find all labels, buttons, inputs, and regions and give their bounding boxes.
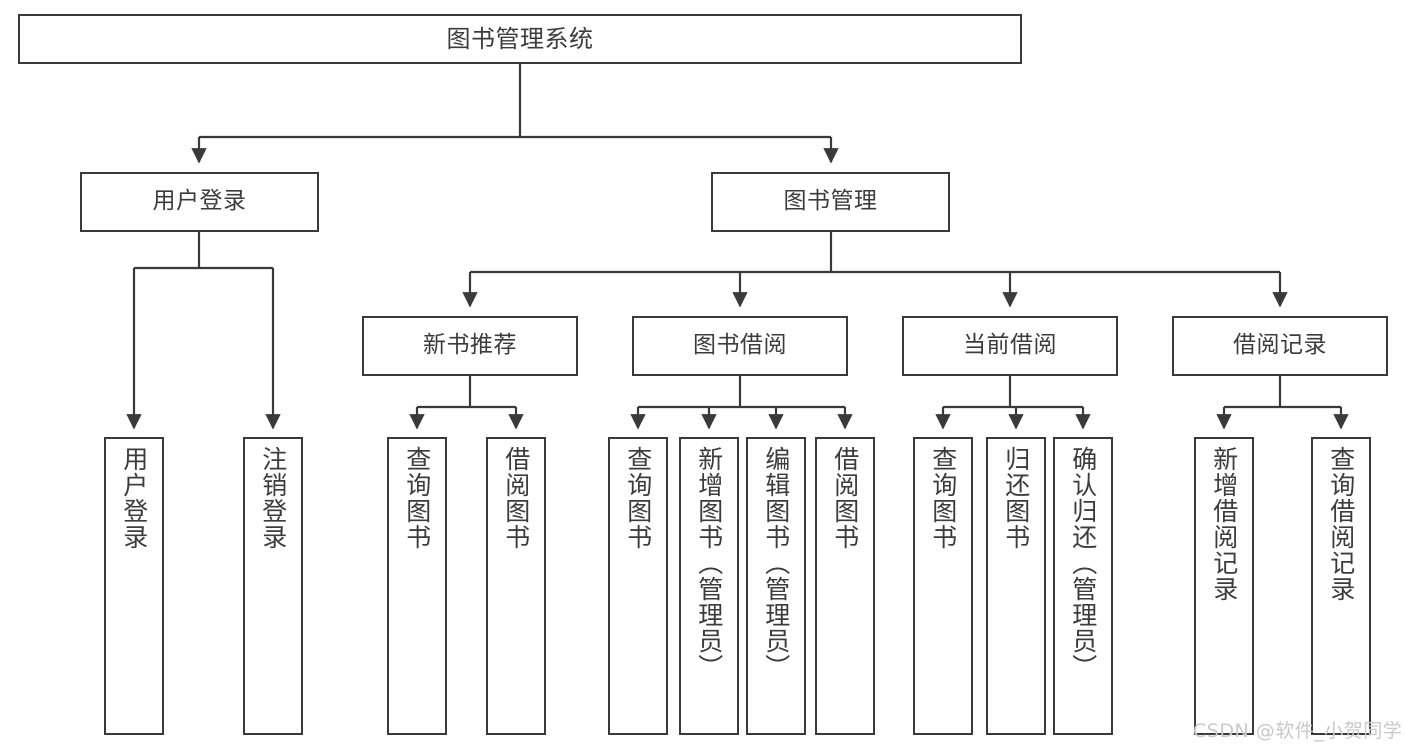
leaf-add-book[interactable]: 新增图书（管理员）: [679, 437, 739, 735]
leaf-query-book-2-label: 查询图书: [623, 446, 653, 550]
leaf-borrow-book-2-label: 借阅图书: [830, 446, 860, 550]
leaf-confirm-return[interactable]: 确认归还（管理员）: [1053, 437, 1113, 735]
leaf-add-book-label: 新增图书（管理员）: [694, 446, 724, 680]
node-borrow-record-label: 借阅记录: [1233, 332, 1327, 359]
node-user-login-label: 用户登录: [152, 188, 247, 215]
leaf-user-logout[interactable]: 注销登录: [243, 437, 303, 735]
leaf-query-book-3[interactable]: 查询图书: [913, 437, 973, 735]
csdn-watermark: CSDN @软件_小贺同学: [1193, 716, 1402, 743]
node-current-borrow[interactable]: 当前借阅: [902, 316, 1118, 376]
leaf-add-record[interactable]: 新增借阅记录: [1194, 437, 1254, 735]
node-book-manage-label: 图书管理: [783, 188, 878, 215]
leaf-query-book-2[interactable]: 查询图书: [608, 437, 668, 735]
leaf-borrow-book-1-label: 借阅图书: [501, 446, 531, 550]
leaf-user-login-label: 用户登录: [119, 446, 149, 550]
node-new-book-rec[interactable]: 新书推荐: [362, 316, 578, 376]
node-book-manage[interactable]: 图书管理: [711, 172, 950, 232]
leaf-query-record-label: 查询借阅记录: [1326, 446, 1356, 602]
node-root[interactable]: 图书管理系统: [18, 14, 1022, 64]
leaf-borrow-book-1[interactable]: 借阅图书: [486, 437, 546, 735]
leaf-query-book-1-label: 查询图书: [402, 446, 432, 550]
leaf-borrow-book-2[interactable]: 借阅图书: [815, 437, 875, 735]
leaf-edit-book[interactable]: 编辑图书（管理员）: [746, 437, 806, 735]
leaf-query-record[interactable]: 查询借阅记录: [1311, 437, 1371, 735]
leaf-query-book-3-label: 查询图书: [928, 446, 958, 550]
leaf-confirm-return-label: 确认归还（管理员）: [1068, 446, 1098, 680]
node-root-label: 图书管理系统: [446, 24, 594, 53]
leaf-user-login[interactable]: 用户登录: [104, 437, 164, 735]
leaf-edit-book-label: 编辑图书（管理员）: [761, 446, 791, 680]
node-book-borrow[interactable]: 图书借阅: [632, 316, 848, 376]
node-book-borrow-label: 图书借阅: [693, 332, 787, 359]
node-current-borrow-label: 当前借阅: [963, 332, 1057, 359]
leaf-query-book-1[interactable]: 查询图书: [387, 437, 447, 735]
node-borrow-record[interactable]: 借阅记录: [1172, 316, 1388, 376]
csdn-watermark-text: CSDN @软件_小贺同学: [1193, 720, 1403, 742]
leaf-user-logout-label: 注销登录: [258, 446, 288, 550]
leaf-add-record-label: 新增借阅记录: [1209, 446, 1239, 602]
node-new-book-rec-label: 新书推荐: [423, 332, 517, 359]
leaf-return-book[interactable]: 归还图书: [986, 437, 1046, 735]
leaf-return-book-label: 归还图书: [1001, 446, 1031, 550]
node-user-login[interactable]: 用户登录: [80, 172, 319, 232]
